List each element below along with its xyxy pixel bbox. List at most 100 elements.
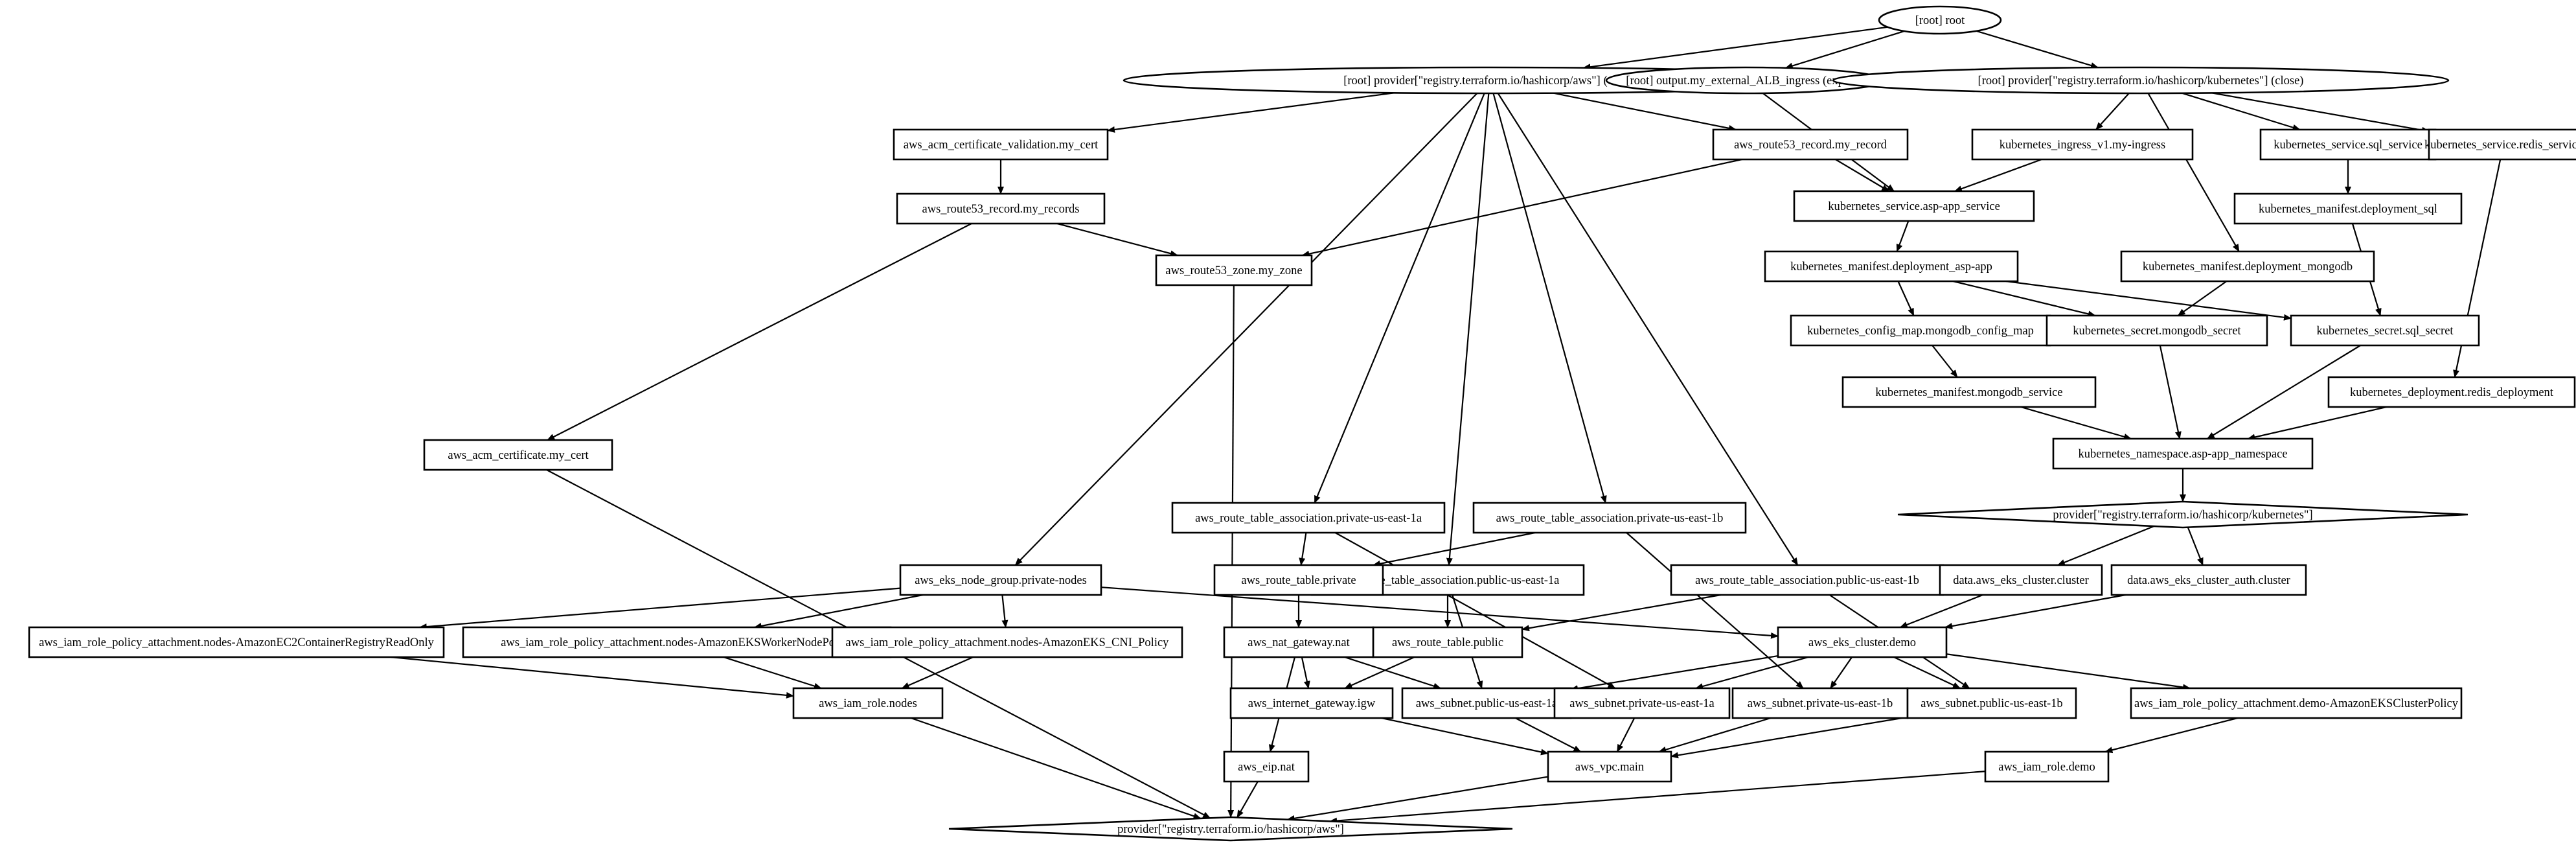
edge-k8s-man-mongo-to-k8s-sec-mongo	[2177, 281, 2228, 316]
node-att-cluster-shape	[2130, 687, 2463, 719]
node-k8s-ns: kubernetes_namespace.asp-app_namespace	[2052, 437, 2314, 470]
node-eip-shape	[1223, 750, 1310, 783]
node-rta-pub-1a-label: aws_route_table_association.public-us-ea…	[1336, 574, 1560, 587]
node-att-cni-label: aws_iam_role_policy_attachment.nodes-Ama…	[846, 636, 1170, 649]
node-acm-validation: aws_acm_certificate_validation.my_cert	[893, 128, 1109, 161]
node-sub-pub-1b-label: aws_subnet.public-us-east-1b	[1921, 697, 2062, 710]
node-iam-demo-label: aws_iam_role.demo	[1998, 761, 2095, 774]
edge-iam-nodes-to-prov-aws	[911, 717, 1202, 820]
node-nat-gw-shape	[1223, 626, 1374, 658]
edge-nat-gw-to-sub-pub-1a	[1344, 656, 1441, 690]
node-sub-priv-1a-label: aws_subnet.private-us-east-1a	[1569, 697, 1714, 710]
node-prov-k8s-label: provider["registry.terraform.io/hashicor…	[2053, 509, 2312, 522]
edge-prov-k8s-to-data-eks-cluster	[2057, 525, 2154, 566]
node-iam-nodes: aws_iam_role.nodes	[792, 687, 944, 719]
node-att-worker: aws_iam_role_policy_attachment.nodes-Ama…	[462, 626, 892, 658]
node-vpc: aws_vpc.main	[1547, 750, 1672, 783]
nodes-layer: [root] root[root] provider["registry.ter…	[28, 5, 2576, 842]
node-att-ecr-shape	[28, 626, 445, 658]
edge-att-ecr-to-iam-nodes	[391, 656, 794, 699]
node-sub-pub-1b: aws_subnet.public-us-east-1b	[1906, 687, 2077, 719]
node-k8s-ns-shape	[2052, 437, 2314, 470]
edge-root-to-prov-aws-close	[1582, 26, 1888, 71]
node-output-alb-label: [root] output.my_external_ALB_ingress (e…	[1626, 75, 1865, 87]
node-acm-cert: aws_acm_certificate.my_cert	[423, 439, 613, 471]
node-k8s-svc-redis: kubernetes_service.redis_service	[2424, 128, 2576, 161]
edge-prov-aws-close-to-rta-pub-1a	[1446, 93, 1490, 566]
node-k8s-cfgmap-label: kubernetes_config_map.mongodb_config_map	[1807, 325, 2034, 338]
node-k8s-sec-sql: kubernetes_secret.sql_secret	[2290, 314, 2480, 347]
node-k8s-ingress-shape	[1971, 128, 2194, 161]
node-r53-record-label: aws_route53_record.my_record	[1734, 139, 1887, 152]
node-k8s-man-app-shape	[1764, 250, 2019, 283]
node-r53-zone-label: aws_route53_zone.my_zone	[1165, 264, 1302, 277]
node-vpc-label: aws_vpc.main	[1575, 761, 1644, 774]
node-prov-k8s-close: [root] provider["registry.terraform.io/h…	[1832, 66, 2450, 95]
node-output-alb: [root] output.my_external_ALB_ingress (e…	[1605, 66, 1886, 95]
node-k8s-sec-mongo: kubernetes_secret.mongodb_secret	[2046, 314, 2268, 347]
edge-vpc-to-prov-aws	[1286, 776, 1549, 822]
node-r53-records-shape	[896, 192, 1106, 225]
node-k8s-svc-redis-shape	[2428, 128, 2576, 161]
edges-layer	[391, 26, 2502, 824]
edge-igw-to-vpc	[1381, 717, 1549, 756]
node-rta-priv-1a-shape	[1171, 502, 1446, 534]
node-rta-priv-1a-label: aws_route_table_association.private-us-e…	[1195, 512, 1422, 525]
node-k8s-man-sql-label: kubernetes_manifest.deployment_sql	[2259, 203, 2437, 216]
edge-r53-zone-to-prov-aws	[1227, 284, 1235, 818]
node-nat-gw: aws_nat_gateway.nat	[1223, 626, 1374, 658]
edge-k8s-cfgmap-to-k8s-man-mongosvc	[1932, 345, 1958, 378]
node-k8s-svc-app-shape	[1793, 190, 2035, 222]
node-k8s-cfgmap: kubernetes_config_map.mongodb_config_map	[1790, 314, 2051, 347]
node-prov-k8s: provider["registry.terraform.io/hashicor…	[1897, 500, 2468, 529]
edge-prov-k8s-close-to-k8s-ingress	[2095, 93, 2130, 130]
node-k8s-cfgmap-shape	[1790, 314, 2051, 347]
node-k8s-svc-sql-shape	[2259, 128, 2437, 161]
edge-eks-cluster-to-att-cluster	[1946, 653, 2191, 691]
node-igw-label: aws_internet_gateway.igw	[1248, 697, 1376, 710]
node-sub-pub-1a: aws_subnet.public-us-east-1a	[1401, 687, 1572, 719]
edge-rt-public-to-igw	[1344, 656, 1415, 690]
node-iam-nodes-shape	[792, 687, 944, 719]
node-k8s-man-app: kubernetes_manifest.deployment_asp-app	[1764, 250, 2019, 283]
edge-sub-pub-1b-to-vpc	[1670, 716, 1908, 759]
edge-att-cni-to-iam-nodes	[901, 656, 974, 690]
edge-k8s-sec-mongo-to-k8s-ns	[2159, 345, 2182, 439]
node-sub-priv-1b: aws_subnet.private-us-east-1b	[1731, 687, 1909, 719]
node-k8s-sec-mongo-shape	[2046, 314, 2268, 347]
node-r53-record-shape	[1712, 128, 1909, 161]
node-iam-nodes-label: aws_iam_role.nodes	[819, 697, 917, 710]
node-k8s-redis-deploy-label: kubernetes_deployment.redis_deployment	[2350, 386, 2554, 399]
edge-k8s-ingress-to-k8s-svc-app	[1954, 158, 2042, 192]
edge-eks-node-group-to-att-ecr	[418, 587, 901, 631]
edge-att-cluster-to-iam-demo	[2104, 717, 2238, 754]
node-rt-private: aws_route_table.private	[1213, 564, 1384, 596]
node-att-cluster-label: aws_iam_role_policy_attachment.demo-Amaz…	[2134, 697, 2459, 710]
edge-eks-cluster-to-sub-pub-1a	[1570, 655, 1779, 692]
node-sub-priv-1a: aws_subnet.private-us-east-1a	[1553, 687, 1731, 719]
node-sub-pub-1b-shape	[1906, 687, 2077, 719]
node-rt-public: aws_route_table.public	[1372, 626, 1523, 658]
edge-eip-to-prov-aws	[1237, 781, 1259, 818]
node-eks-cluster-shape	[1777, 626, 1948, 658]
edge-eks-cluster-to-sub-priv-1a	[1695, 656, 1809, 690]
node-rt-public-shape	[1372, 626, 1523, 658]
node-k8s-man-mongo-label: kubernetes_manifest.deployment_mongodb	[2143, 261, 2353, 273]
node-igw: aws_internet_gateway.igw	[1229, 687, 1394, 719]
node-iam-demo-shape	[1984, 750, 2110, 783]
node-sub-priv-1b-label: aws_subnet.private-us-east-1b	[1748, 697, 1893, 710]
node-k8s-svc-sql: kubernetes_service.sql_service	[2259, 128, 2437, 161]
edge-prov-k8s-to-data-eks-auth	[2187, 527, 2204, 566]
node-k8s-svc-sql-label: kubernetes_service.sql_service	[2274, 139, 2422, 152]
node-att-cni-shape	[831, 626, 1183, 658]
node-rta-priv-1a: aws_route_table_association.private-us-e…	[1171, 502, 1446, 534]
node-r53-zone-shape	[1155, 254, 1313, 286]
node-rta-priv-1b: aws_route_table_association.private-us-e…	[1472, 502, 1747, 534]
node-k8s-man-mongo-shape	[2120, 250, 2375, 283]
node-r53-records-label: aws_route53_record.my_records	[922, 203, 1080, 216]
edge-root-to-prov-k8s-close	[1976, 30, 2099, 69]
node-rta-priv-1b-shape	[1472, 502, 1747, 534]
node-rta-pub-1b-label: aws_route_table_association.public-us-ea…	[1695, 574, 1919, 587]
node-rta-pub-1b: aws_route_table_association.public-us-ea…	[1670, 564, 1944, 596]
